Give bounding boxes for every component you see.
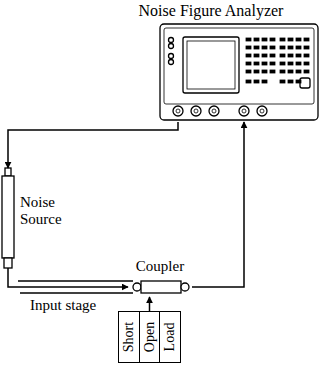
noise-source-node: Noise Source (0, 168, 80, 268)
termination-box: Load (159, 311, 181, 363)
signal-connector (8, 268, 128, 287)
signal-connector (149, 297, 151, 311)
signal-connector (8, 122, 178, 168)
node-label: Noise Figure Analyzer (100, 2, 322, 20)
node-label: Coupler (128, 258, 192, 275)
termination-box: Open (139, 311, 161, 363)
coupler-node: Coupler (128, 258, 192, 297)
node-label: Load (163, 323, 177, 352)
coupler-illustration (133, 281, 189, 293)
analyzer-illustration (160, 24, 318, 120)
node-label: Noise Source (20, 194, 78, 227)
stage-label: Input stage (30, 297, 96, 314)
noise-source-illustration (2, 168, 14, 268)
node-label: Open (143, 322, 157, 352)
signal-connector (192, 122, 244, 287)
node-label: Short (122, 322, 136, 352)
analyzer-node: Noise Figure Analyzer (100, 2, 322, 122)
termination-box: Short (118, 311, 140, 363)
